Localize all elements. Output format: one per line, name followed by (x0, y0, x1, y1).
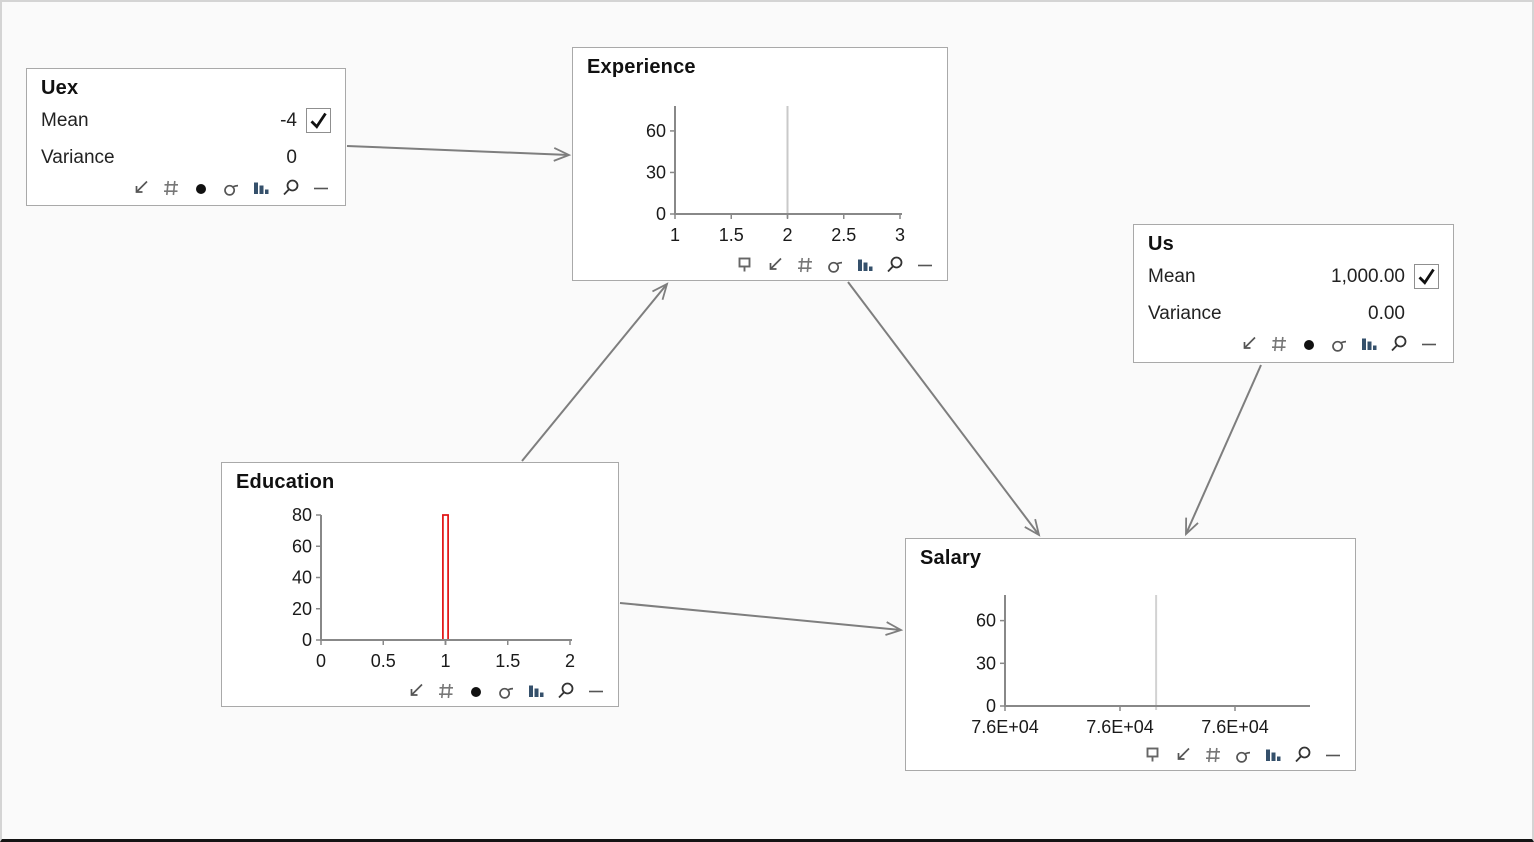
resize-arrow-icon[interactable] (1173, 745, 1193, 765)
stat-row-variance: Variance 0.00 (1134, 295, 1453, 332)
node-toolbar (735, 255, 935, 275)
node-uex[interactable]: Uex Mean -4 Variance 0 (26, 68, 346, 206)
grid-icon[interactable] (1203, 745, 1223, 765)
minus-icon[interactable] (1419, 334, 1439, 354)
node-salary[interactable]: Salary 0 30 60 7.6E+04 7.6E+04 7.6E+04 (905, 538, 1356, 771)
magnifier-icon[interactable] (885, 255, 905, 275)
variance-label: Variance (41, 146, 115, 168)
education-distribution-chart: 0 20 40 60 80 0 0.5 1 1.5 2 (292, 505, 575, 671)
mean-checkbox-checked[interactable] (306, 108, 331, 133)
experience-distribution-chart: 0 30 60 1 1.5 2 2.5 3 (646, 106, 905, 245)
resize-arrow-icon[interactable] (765, 255, 785, 275)
dot-icon[interactable] (191, 178, 211, 198)
salary-distribution-chart: 0 30 60 7.6E+04 7.6E+04 7.6E+04 (971, 595, 1310, 737)
minus-icon[interactable] (915, 255, 935, 275)
sigma-icon[interactable] (1329, 334, 1349, 354)
mean-checkbox-checked[interactable] (1414, 264, 1439, 289)
svg-text:60: 60 (976, 611, 996, 631)
bars-icon[interactable] (251, 178, 271, 198)
mean-value: -4 (280, 109, 297, 131)
svg-text:30: 30 (646, 162, 666, 182)
svg-text:7.6E+04: 7.6E+04 (1201, 717, 1269, 737)
svg-text:3: 3 (895, 225, 905, 245)
edge-education-salary[interactable] (619, 602, 904, 636)
svg-text:60: 60 (292, 536, 312, 556)
node-toolbar (1143, 745, 1343, 765)
node-toolbar (1134, 332, 1453, 358)
checkmark-icon (1418, 268, 1435, 285)
bars-icon[interactable] (855, 255, 875, 275)
svg-text:0: 0 (986, 696, 996, 716)
minus-icon[interactable] (311, 178, 331, 198)
minus-icon[interactable] (586, 681, 606, 701)
checkmark-icon (310, 112, 327, 129)
svg-text:30: 30 (976, 653, 996, 673)
svg-text:1: 1 (670, 225, 680, 245)
magnifier-icon[interactable] (1389, 334, 1409, 354)
svg-text:2.5: 2.5 (831, 225, 856, 245)
svg-text:40: 40 (292, 568, 312, 588)
bars-icon[interactable] (1263, 745, 1283, 765)
dot-icon[interactable] (1299, 334, 1319, 354)
sigma-icon[interactable] (825, 255, 845, 275)
node-toolbar (27, 176, 345, 202)
minus-icon[interactable] (1323, 745, 1343, 765)
svg-text:60: 60 (646, 121, 666, 141)
svg-text:0.5: 0.5 (371, 651, 396, 671)
sigma-icon[interactable] (221, 178, 241, 198)
node-title: Salary (920, 547, 982, 569)
edge-experience-salary[interactable] (847, 281, 1041, 537)
svg-text:1.5: 1.5 (495, 651, 520, 671)
node-education[interactable]: Education 0 20 40 60 80 0 0.5 1 1.5 2 (221, 462, 619, 707)
magnifier-icon[interactable] (1293, 745, 1313, 765)
variance-label: Variance (1148, 302, 1222, 324)
resize-arrow-icon[interactable] (131, 178, 151, 198)
grid-icon[interactable] (795, 255, 815, 275)
grid-icon[interactable] (1269, 334, 1289, 354)
stat-row-mean: Mean -4 (27, 102, 345, 139)
node-title: Education (236, 471, 335, 493)
magnifier-icon[interactable] (556, 681, 576, 701)
edge-uex-experience[interactable] (346, 145, 572, 162)
stat-row-mean: Mean 1,000.00 (1134, 258, 1453, 295)
node-experience[interactable]: Experience 0 30 60 1 1.5 2 2.5 3 (572, 47, 948, 281)
sigma-icon[interactable] (1233, 745, 1253, 765)
svg-text:1.5: 1.5 (719, 225, 744, 245)
svg-text:80: 80 (292, 505, 312, 525)
svg-text:0: 0 (656, 204, 666, 224)
svg-text:2: 2 (565, 651, 575, 671)
resize-arrow-icon[interactable] (406, 681, 426, 701)
grid-icon[interactable] (436, 681, 456, 701)
svg-text:0: 0 (316, 651, 326, 671)
node-title: Uex (41, 77, 79, 99)
svg-text:20: 20 (292, 599, 312, 619)
node-title: Experience (587, 56, 696, 78)
dot-icon[interactable] (466, 681, 486, 701)
bars-icon[interactable] (1359, 334, 1379, 354)
svg-text:0: 0 (302, 630, 312, 650)
mean-label: Mean (41, 109, 89, 131)
node-title: Us (1148, 233, 1174, 255)
sigma-icon[interactable] (496, 681, 516, 701)
edge-education-experience[interactable] (521, 282, 669, 462)
callout-icon[interactable] (735, 255, 755, 275)
grid-icon[interactable] (161, 178, 181, 198)
node-toolbar (406, 681, 606, 701)
variance-value: 0 (286, 146, 297, 168)
svg-text:2: 2 (782, 225, 792, 245)
svg-text:7.6E+04: 7.6E+04 (971, 717, 1039, 737)
resize-arrow-icon[interactable] (1239, 334, 1259, 354)
variance-value: 0.00 (1368, 302, 1405, 324)
mean-value: 1,000.00 (1331, 265, 1405, 287)
node-us[interactable]: Us Mean 1,000.00 Variance 0.00 (1133, 224, 1454, 363)
stat-row-variance: Variance 0 (27, 139, 345, 176)
mean-label: Mean (1148, 265, 1196, 287)
edge-us-salary[interactable] (1185, 364, 1262, 537)
callout-icon[interactable] (1143, 745, 1163, 765)
svg-text:1: 1 (440, 651, 450, 671)
magnifier-icon[interactable] (281, 178, 301, 198)
bars-icon[interactable] (526, 681, 546, 701)
svg-text:7.6E+04: 7.6E+04 (1086, 717, 1154, 737)
